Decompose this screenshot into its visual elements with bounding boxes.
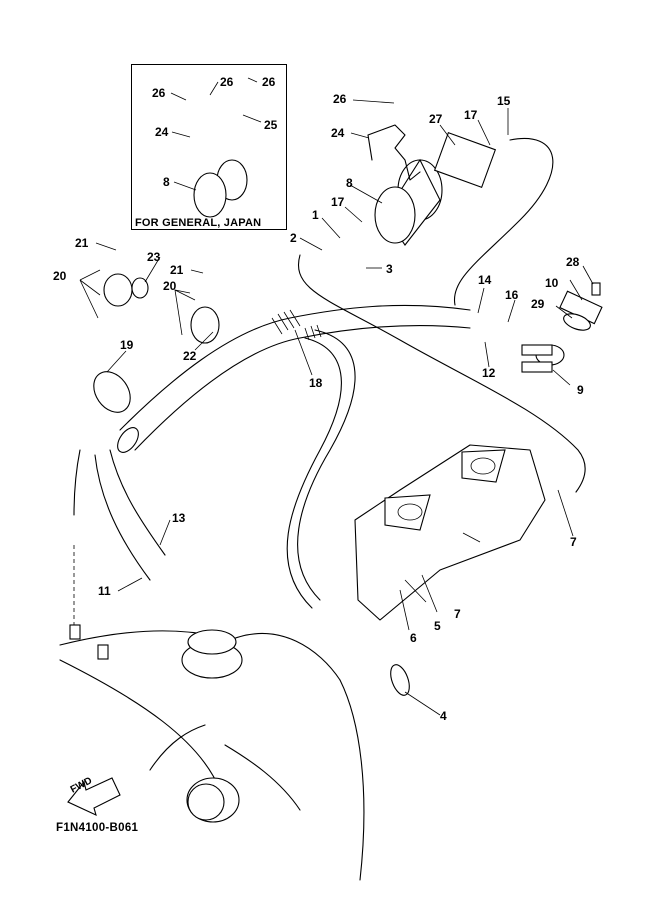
callout-6[interactable]: 6 <box>410 631 417 645</box>
callout-24[interactable]: 24 <box>155 125 169 139</box>
callout-9[interactable]: 9 <box>577 383 584 397</box>
callout-24[interactable]: 24 <box>331 126 345 140</box>
carburetor-assembly <box>354 444 546 621</box>
inset-caption: FOR GENERAL, JAPAN <box>135 217 262 229</box>
callout-5[interactable]: 5 <box>434 619 441 633</box>
callout-3[interactable]: 3 <box>386 262 393 276</box>
callout-17[interactable]: 17 <box>331 195 345 209</box>
callout-2[interactable]: 2 <box>290 231 297 245</box>
callout-25[interactable]: 25 <box>264 118 278 132</box>
callout-17[interactable]: 17 <box>464 108 478 122</box>
vent-hose <box>73 449 81 516</box>
callout-29[interactable]: 29 <box>531 297 545 311</box>
callout-16[interactable]: 16 <box>505 288 519 302</box>
callout-26[interactable]: 26 <box>262 75 276 89</box>
return-hose <box>298 254 586 493</box>
callout-8[interactable]: 8 <box>346 176 353 190</box>
callout-20[interactable]: 20 <box>53 269 67 283</box>
callout-22[interactable]: 22 <box>183 349 197 363</box>
inset-fuel-filter <box>193 159 248 218</box>
callout-11[interactable]: 11 <box>98 584 111 598</box>
inset-box-general-japan <box>131 64 287 230</box>
main-hose <box>117 304 471 453</box>
callout-20[interactable]: 20 <box>163 279 177 293</box>
drawing-code: F1N4100-B061 <box>56 822 139 834</box>
callout-26[interactable]: 26 <box>333 92 347 106</box>
band-20-left <box>103 273 133 307</box>
callout-8[interactable]: 8 <box>163 175 170 189</box>
hose-18 <box>286 324 356 609</box>
band-4 <box>390 664 410 696</box>
band-23 <box>131 277 149 299</box>
callout-13[interactable]: 13 <box>172 511 186 525</box>
hose-13 <box>109 449 166 556</box>
callout-26[interactable]: 26 <box>152 86 166 100</box>
callout-14[interactable]: 14 <box>478 273 492 287</box>
bracket-24 <box>367 124 421 181</box>
band-19 <box>93 371 131 413</box>
callout-21[interactable]: 21 <box>170 263 184 277</box>
callout-28[interactable]: 28 <box>566 255 580 269</box>
leader-lines <box>79 77 594 716</box>
callout-4[interactable]: 4 <box>440 709 447 723</box>
callout-1[interactable]: 1 <box>312 208 319 222</box>
callout-18[interactable]: 18 <box>309 376 323 390</box>
band-22 <box>190 306 220 344</box>
fwd-arrow-icon <box>67 777 121 817</box>
callout-21[interactable]: 21 <box>75 236 89 250</box>
fuel-cock <box>521 344 565 373</box>
callout-12[interactable]: 12 <box>482 366 496 380</box>
callout-19[interactable]: 19 <box>120 338 134 352</box>
callout-10[interactable]: 10 <box>545 276 559 290</box>
callout-15[interactable]: 15 <box>497 94 511 108</box>
callout-26[interactable]: 26 <box>220 75 234 89</box>
fuel-tank <box>59 624 365 881</box>
hose-15 <box>453 138 554 306</box>
callout-23[interactable]: 23 <box>147 250 161 264</box>
callout-7[interactable]: 7 <box>454 607 461 621</box>
callout-7[interactable]: 7 <box>570 535 577 549</box>
knob-29 <box>563 313 591 331</box>
screw-28 <box>591 282 601 296</box>
holder-27 <box>433 131 497 189</box>
hose-11 <box>94 454 151 581</box>
callout-27[interactable]: 27 <box>429 112 443 126</box>
